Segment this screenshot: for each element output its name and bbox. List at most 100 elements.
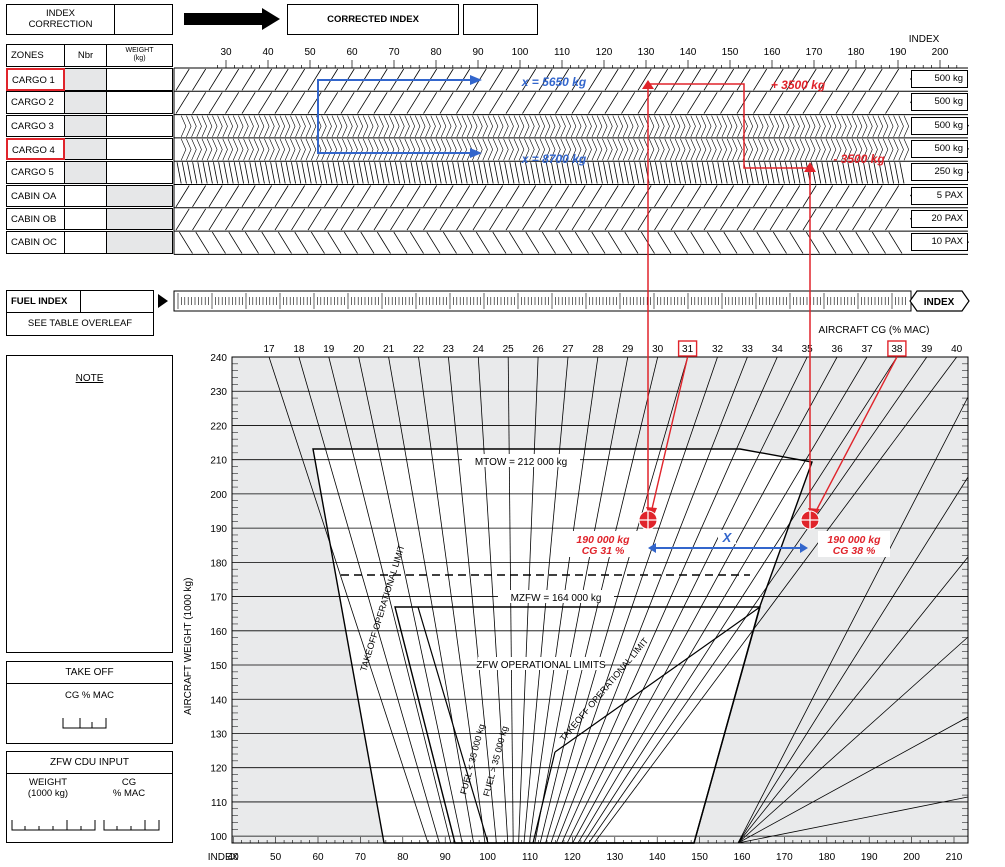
zone-hatch-line — [868, 68, 883, 91]
zone-hatch-line — [369, 162, 374, 184]
note-panel[interactable]: NOTE — [6, 355, 173, 653]
zone-hatch-line — [498, 115, 504, 138]
zone-hatch-line — [778, 115, 785, 138]
zone-hatch-line — [357, 185, 372, 208]
zone-hatch-line — [290, 115, 296, 138]
zone-weight-field[interactable] — [107, 161, 173, 184]
zone-hatch-line — [228, 231, 243, 254]
zone-hatch-line — [753, 162, 759, 184]
zone-weight-field[interactable] — [107, 137, 173, 161]
zone-hatch-line — [786, 208, 801, 231]
index-correction-input[interactable] — [115, 4, 173, 35]
zone-hatch-line — [353, 162, 359, 184]
zone-hatch-line — [637, 185, 652, 208]
zone-hatch-line — [885, 92, 900, 114]
zone-hatch-line — [819, 208, 834, 231]
zone-hatch-line — [868, 92, 883, 114]
red-arrow-icon — [804, 162, 816, 172]
index-tick-label: 150 — [722, 47, 739, 58]
zone-hatch-line — [591, 138, 598, 161]
zone-hatch-line — [529, 138, 535, 161]
takeoff-cg-input[interactable] — [62, 716, 122, 730]
zone-hatch-line — [435, 138, 442, 161]
zone-hatch-line — [384, 162, 390, 184]
zone-hatch-line — [720, 92, 735, 114]
zone-hatch-line — [633, 138, 639, 161]
cg-line — [577, 357, 868, 843]
zone-hatch-line — [629, 162, 634, 184]
zone-weight-field[interactable] — [107, 114, 173, 138]
zone-hatch-line — [687, 92, 702, 114]
zone-nbr-field[interactable] — [65, 184, 107, 207]
zone-hatch-line — [258, 68, 273, 91]
zone-hatch-line — [518, 138, 525, 161]
zone-unit-box: 500 kg — [911, 93, 968, 112]
zone-hatch-line — [461, 138, 468, 161]
zone-hatch-line — [489, 92, 504, 114]
zone-hatch-line — [607, 115, 613, 138]
cg-line — [268, 357, 429, 843]
zone-hatch-line — [582, 162, 588, 184]
zone-hatch-line — [712, 162, 718, 184]
cg-tick-label: 29 — [622, 344, 634, 355]
bottom-index-tick-label: 70 — [355, 852, 367, 863]
x-5650-label: x = 5650 kg — [521, 75, 587, 89]
zone-hatch-line — [736, 185, 751, 208]
zone-hatch-line — [588, 208, 603, 231]
zone-hatch-line — [753, 92, 768, 114]
zone-weight-field[interactable] — [107, 91, 173, 114]
zone-hatch-line — [898, 138, 904, 161]
zone-hatch-line — [524, 115, 530, 138]
zone-nbr-field[interactable] — [65, 231, 107, 254]
x-label: X — [722, 530, 733, 545]
zone-hatch-line — [291, 68, 306, 91]
zone-hatch-line — [269, 115, 275, 138]
zone-hatch-line — [669, 115, 676, 138]
zone-weight-field — [107, 184, 173, 207]
zone-hatch-line — [324, 185, 339, 208]
zone-hatch-line — [556, 162, 562, 184]
cg-line — [588, 357, 928, 843]
zone-hatch-line — [522, 92, 537, 114]
zone-hatch-line — [508, 231, 523, 254]
zfw-cg-input[interactable] — [103, 818, 169, 832]
zone-hatch-line — [602, 138, 608, 161]
zone-hatch-line — [223, 162, 229, 184]
zone-hatch-line — [680, 138, 686, 161]
zone-hatch-line — [406, 208, 421, 231]
zone-weight-field[interactable] — [107, 68, 173, 91]
x-arrow-right-icon — [800, 543, 808, 553]
zone-hatch-line — [706, 231, 721, 254]
zfw-right-limit — [532, 751, 556, 844]
zone-hatch-line — [466, 115, 473, 138]
zone-hatch-line — [634, 162, 640, 184]
cg-tick-label: 28 — [592, 344, 604, 355]
fuel-index-button[interactable] — [909, 290, 970, 312]
zone-hatch-line — [186, 138, 192, 161]
zone-hatch-line — [555, 92, 570, 114]
zone-hatch-line — [311, 162, 317, 184]
zone-hatch-line — [706, 138, 712, 161]
zfw-weight-input[interactable] — [11, 818, 101, 832]
zone-hatch-line — [373, 208, 388, 231]
zone-hatch-line — [243, 138, 249, 161]
zone-hatch-line — [885, 185, 900, 208]
zone-hatch-line — [810, 115, 816, 138]
zone-hatch-line — [509, 162, 515, 184]
zone-hatch-line — [721, 138, 728, 161]
zone-hatch-line — [522, 208, 537, 231]
zone-nbr-field[interactable] — [65, 207, 107, 231]
zone-hatch-line — [326, 138, 332, 161]
fuel-index-input[interactable] — [81, 290, 154, 313]
corrected-index-input[interactable] — [463, 4, 538, 35]
zone-hatch-line — [347, 138, 353, 161]
fuel-index-label: FUEL INDEX — [11, 296, 68, 307]
zone-hatch-line — [624, 231, 639, 254]
zone-hatch-line — [300, 115, 306, 138]
zone-hatch-line — [238, 138, 244, 161]
zone-hatch-line — [513, 138, 520, 161]
zone-hatch-line — [603, 162, 608, 184]
zone-hatch-line — [720, 208, 735, 231]
zone-hatch-line — [555, 185, 570, 208]
zone-hatch-line — [784, 138, 790, 161]
